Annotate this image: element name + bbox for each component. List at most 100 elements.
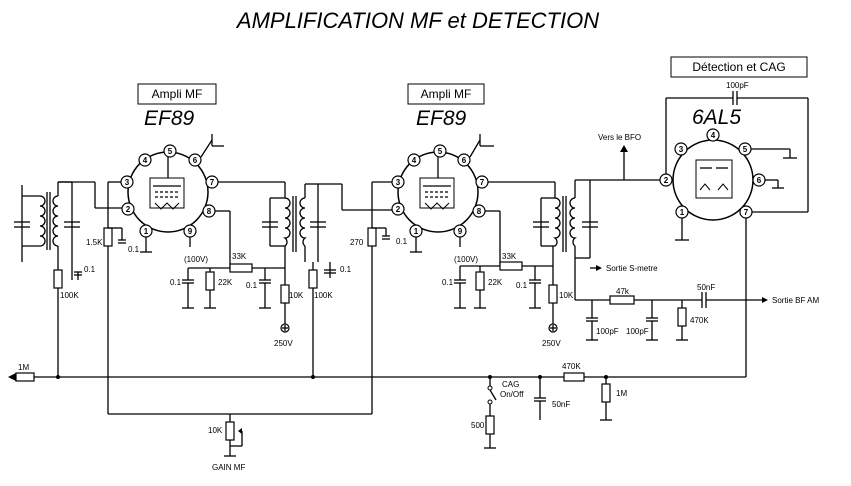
stage-1-tube-name: EF89: [144, 107, 195, 130]
c-01-e-label: 0.1: [340, 265, 352, 274]
r-1-5k-label: 1.5K: [86, 238, 103, 247]
stage-3-label-box: [670, 56, 808, 78]
c-100pf-a-label: 100pF: [596, 327, 619, 336]
diagram-title: AMPLIFICATION MF et DETECTION: [235, 8, 599, 33]
r-47k-label: 47k: [616, 287, 630, 296]
svg-text:5: 5: [168, 147, 173, 156]
svg-text:5: 5: [438, 147, 443, 156]
stage-3-detection-cag: Détection et CAG 100pF 6AL5 4 3 5 2 6 1 …: [574, 56, 819, 377]
r-1m-left-label: 1M: [18, 363, 29, 372]
r-500-label: 500: [471, 421, 485, 430]
resistor-100k-1: [53, 269, 63, 289]
resistor-10k-2: [548, 284, 558, 304]
svg-text:2: 2: [396, 205, 401, 214]
resistor-33k-2: [499, 261, 523, 271]
svg-text:1: 1: [680, 208, 685, 217]
svg-text:3: 3: [125, 178, 130, 187]
agc-line: 1M CAG On/Off 500 50nF 470K 1M: [8, 362, 746, 449]
svg-text:7: 7: [744, 208, 749, 217]
resistor-470k-2: [563, 372, 585, 382]
svg-text:4: 4: [412, 156, 417, 165]
stage-3-tube-name: 6AL5: [692, 106, 741, 129]
svg-text:9: 9: [458, 227, 463, 236]
resistor-470k-1: [677, 307, 687, 327]
svg-text:6: 6: [757, 176, 762, 185]
stage-1-label-box: [137, 83, 217, 105]
r-33k-2-label: 33K: [502, 252, 517, 261]
svg-text:7: 7: [480, 178, 485, 187]
resistor-1-5k: [103, 227, 113, 247]
stage-3-label: Détection et CAG: [692, 60, 785, 74]
pot-10k-label: 10K: [208, 426, 223, 435]
resistor-1m-left: [15, 372, 35, 382]
svg-text:6: 6: [193, 156, 198, 165]
6al5-electrodes: [695, 159, 733, 199]
stage-1-label: Ampli MF: [152, 87, 203, 101]
stage-2-ampli-mf: Ampli MF EF89 4 5 6 3 7 2 8 1 9 270: [350, 83, 660, 414]
c-01-f-label: 0.1: [396, 237, 408, 246]
gain-mf-label: GAIN MF: [212, 463, 245, 472]
svg-text:8: 8: [477, 207, 482, 216]
svg-text:9: 9: [188, 227, 193, 236]
ef89-electrodes-1: [149, 152, 185, 210]
resistor-22k-1: [205, 271, 215, 291]
svg-text:2: 2: [664, 176, 669, 185]
c-50nf-b-label: 50nF: [552, 400, 570, 409]
svg-text:8: 8: [207, 207, 212, 216]
r-33k-1-label: 33K: [232, 252, 247, 261]
svg-text:3: 3: [396, 178, 401, 187]
c-01-h-label: 0.1: [516, 281, 528, 290]
v-250v-1-label: 250V: [274, 339, 293, 348]
svg-text:1: 1: [144, 227, 149, 236]
v-100v-1-label: (100V): [184, 255, 208, 264]
svg-text:4: 4: [711, 131, 716, 140]
stage-2-tube-name: EF89: [416, 107, 467, 130]
r-10k-1-label: 10K: [289, 291, 304, 300]
c-01-c-label: 0.1: [170, 278, 182, 287]
resistor-500: [485, 415, 495, 435]
v-250v-2-label: 250V: [542, 339, 561, 348]
v-100v-2-label: (100V): [454, 255, 478, 264]
resistor-33k-1: [229, 263, 253, 273]
cag-switch-label-2: On/Off: [500, 390, 524, 399]
r-470k-b-label: 470K: [562, 362, 581, 371]
r-10k-2-label: 10K: [559, 291, 574, 300]
gain-mf-control: 10K GAIN MF: [108, 413, 372, 472]
svg-text:3: 3: [679, 145, 684, 154]
r-22k-2-label: 22K: [488, 278, 503, 287]
svg-text:1: 1: [414, 227, 419, 236]
c-100pf-top-label: 100pF: [726, 81, 749, 90]
r-1m-right-label: 1M: [616, 389, 627, 398]
sortie-smetre-label: Sortie S-metre: [606, 264, 658, 273]
resistor-270: [367, 227, 377, 247]
r-22k-1-label: 22K: [218, 278, 233, 287]
r-470k-a-label: 470K: [690, 316, 709, 325]
resistor-10k-1: [280, 284, 290, 304]
resistor-47k: [609, 295, 635, 305]
cag-switch-label-1: CAG: [502, 380, 519, 389]
svg-text:7: 7: [210, 178, 215, 187]
sortie-bf-label: Sortie BF AM: [772, 296, 819, 305]
potentiometer-10k: [225, 421, 235, 441]
c-100pf-b-label: 100pF: [626, 327, 649, 336]
r-100k-2-label: 100K: [314, 291, 333, 300]
resistor-100k-2: [308, 269, 318, 289]
c-01-d-label: 0.1: [246, 281, 258, 290]
c-01-g-label: 0.1: [442, 278, 454, 287]
r-270-label: 270: [350, 238, 364, 247]
input-transformer-1: [14, 181, 128, 262]
c-01-b-label: 0.1: [84, 265, 96, 274]
stage-1-ampli-mf: Ampli MF EF89 100K: [14, 83, 392, 414]
svg-text:6: 6: [462, 156, 467, 165]
resistor-1m-right: [601, 383, 611, 403]
svg-text:5: 5: [743, 145, 748, 154]
stage-2-label: Ampli MF: [421, 87, 472, 101]
resistor-22k-2: [475, 271, 485, 291]
svg-text:4: 4: [143, 156, 148, 165]
svg-text:2: 2: [126, 205, 131, 214]
r-100k-1-label: 100K: [60, 291, 79, 300]
stage-2-label-box: [407, 83, 485, 105]
c-50nf-a-label: 50nF: [697, 283, 715, 292]
c-01-a-label: 0.1: [128, 245, 140, 254]
